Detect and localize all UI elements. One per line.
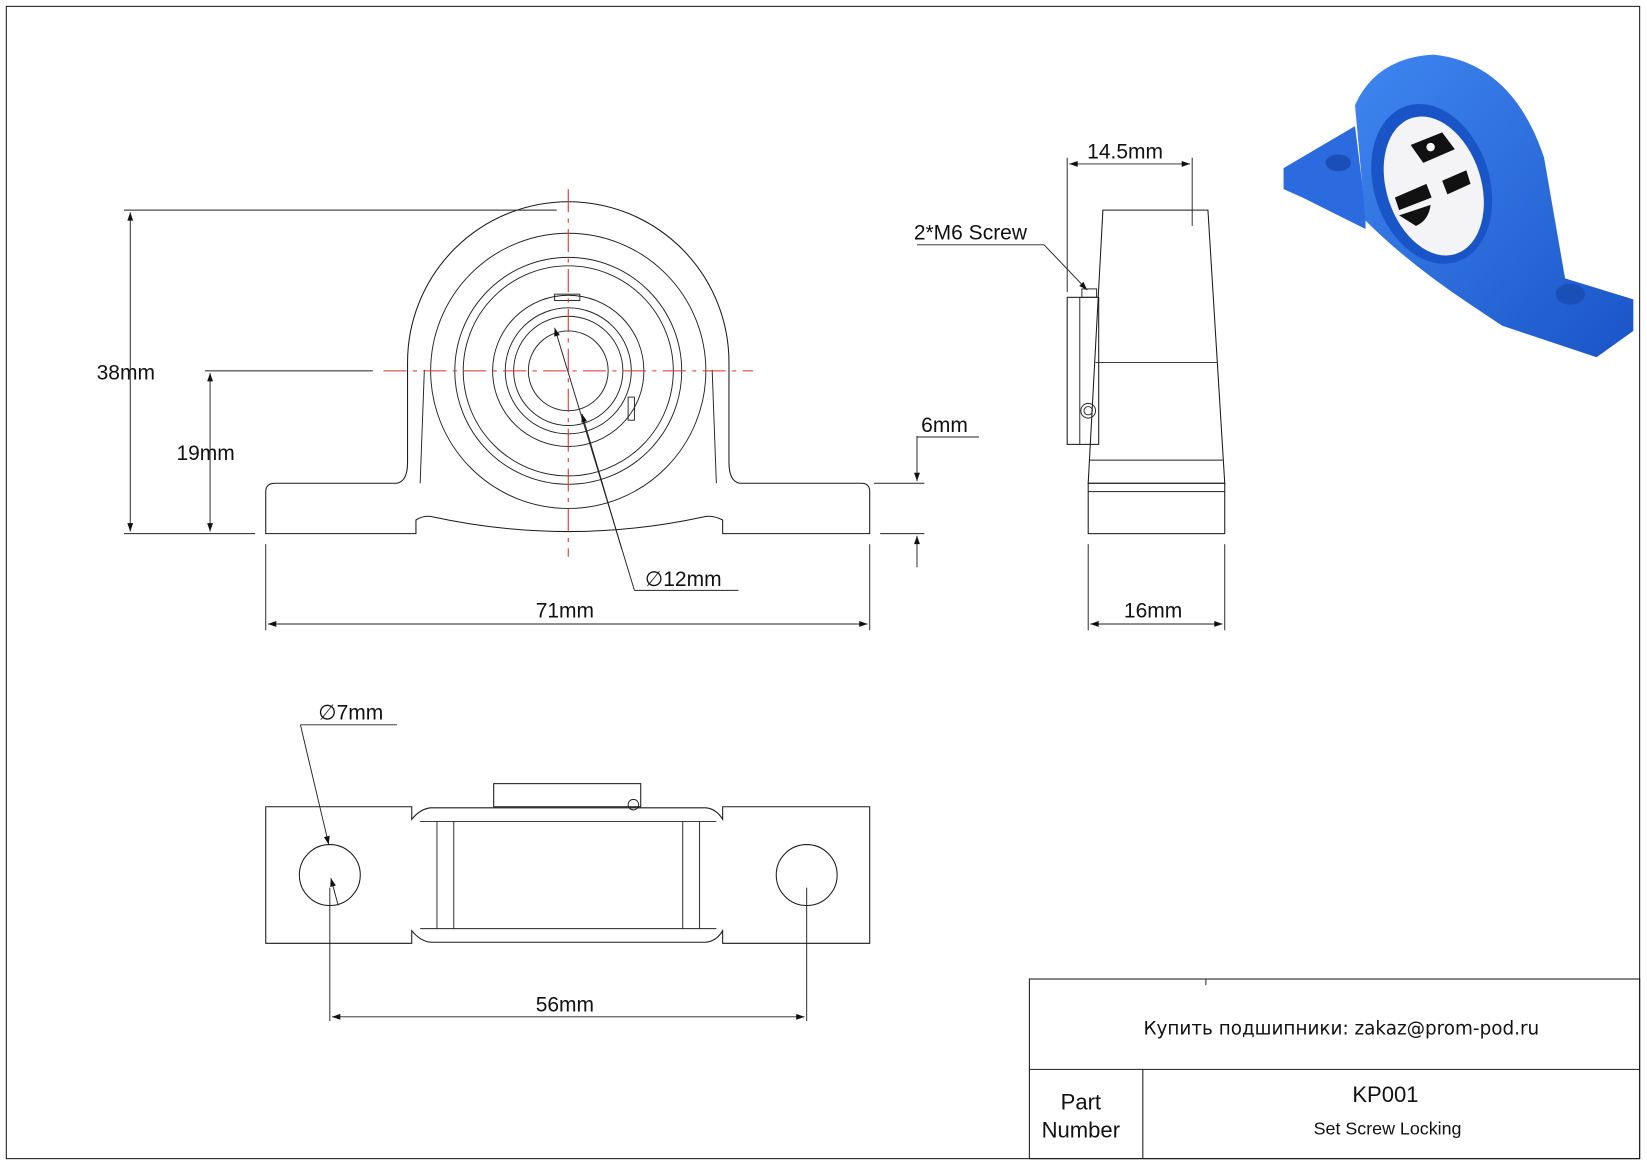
isometric-render	[1283, 54, 1634, 358]
front-view	[265, 189, 871, 557]
front-dimensions: 38mm 19mm 6mm 71mm ∅12mm	[97, 209, 979, 631]
dim-hole-spacing: 56mm	[536, 994, 594, 1017]
part-number: KP001	[1352, 1082, 1418, 1107]
dim-hole-diameter: ∅7mm	[318, 702, 383, 725]
part-label-line1: Part	[1061, 1089, 1101, 1114]
bottom-view	[265, 783, 871, 944]
title-block: Купить подшипники: zakaz@prom-pod.ru Par…	[1028, 978, 1641, 1160]
dim-overall-length: 71mm	[536, 600, 594, 623]
sheet-border	[5, 5, 1641, 1160]
part-label-line2: Number	[1042, 1118, 1120, 1143]
dim-bore-diameter: ∅12mm	[645, 568, 722, 591]
dim-center-height: 19mm	[176, 442, 234, 465]
dim-height-total: 38mm	[97, 361, 155, 384]
bottom-dimensions: ∅7mm 56mm	[299, 702, 808, 1022]
side-view	[1066, 209, 1226, 535]
contact-text: Купить подшипники: zakaz@prom-pod.ru	[1143, 1019, 1539, 1040]
dim-collar-width: 14.5mm	[1087, 141, 1163, 164]
dim-base-width: 16mm	[1124, 600, 1182, 623]
screw-note: 2*M6 Screw	[914, 222, 1028, 245]
part-description: Set Screw Locking	[1314, 1118, 1462, 1138]
dim-base-thickness: 6mm	[921, 414, 968, 437]
side-dimensions: 14.5mm 2*M6 Screw 16mm	[914, 141, 1226, 631]
